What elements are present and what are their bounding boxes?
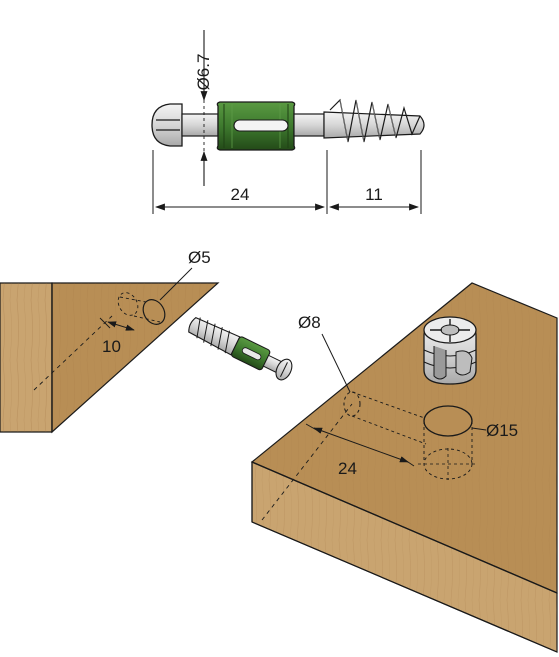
- length-shaft-label: 24: [231, 185, 250, 204]
- right-bore: [343, 391, 361, 417]
- right-cam-hole: [423, 405, 473, 437]
- right-bore-diameter: Ø8: [298, 313, 321, 332]
- dimension-length-11: 11: [329, 185, 419, 211]
- dowel-perspective: [188, 316, 293, 381]
- left-hole: [142, 299, 166, 325]
- length-thread-label: 11: [365, 185, 383, 204]
- dowel-dimension-drawing: Ø6.7 24 11: [151, 30, 425, 214]
- dowel-thread: [323, 98, 425, 143]
- right-bore-depth: 24: [338, 459, 357, 478]
- right-wood-panel: Ø8 Ø15 24: [250, 282, 558, 653]
- left-wood-panel: Ø5 10: [0, 248, 220, 434]
- dowel-sleeve: [216, 101, 296, 151]
- sleeve-slot: [233, 119, 289, 132]
- left-hole-diameter: Ø5: [188, 248, 211, 267]
- dowel-screw-head: [151, 103, 183, 147]
- right-cam-diameter: Ø15: [486, 421, 518, 440]
- dowel-shaft: [181, 113, 219, 137]
- diameter-label: Ø6.7: [194, 54, 213, 91]
- dimension-length-24: 24: [155, 185, 325, 211]
- cam-lock-fitting: [423, 316, 477, 385]
- left-hole-offset: 10: [102, 337, 121, 356]
- dimension-diameter-6.7: Ø6.7: [194, 30, 213, 186]
